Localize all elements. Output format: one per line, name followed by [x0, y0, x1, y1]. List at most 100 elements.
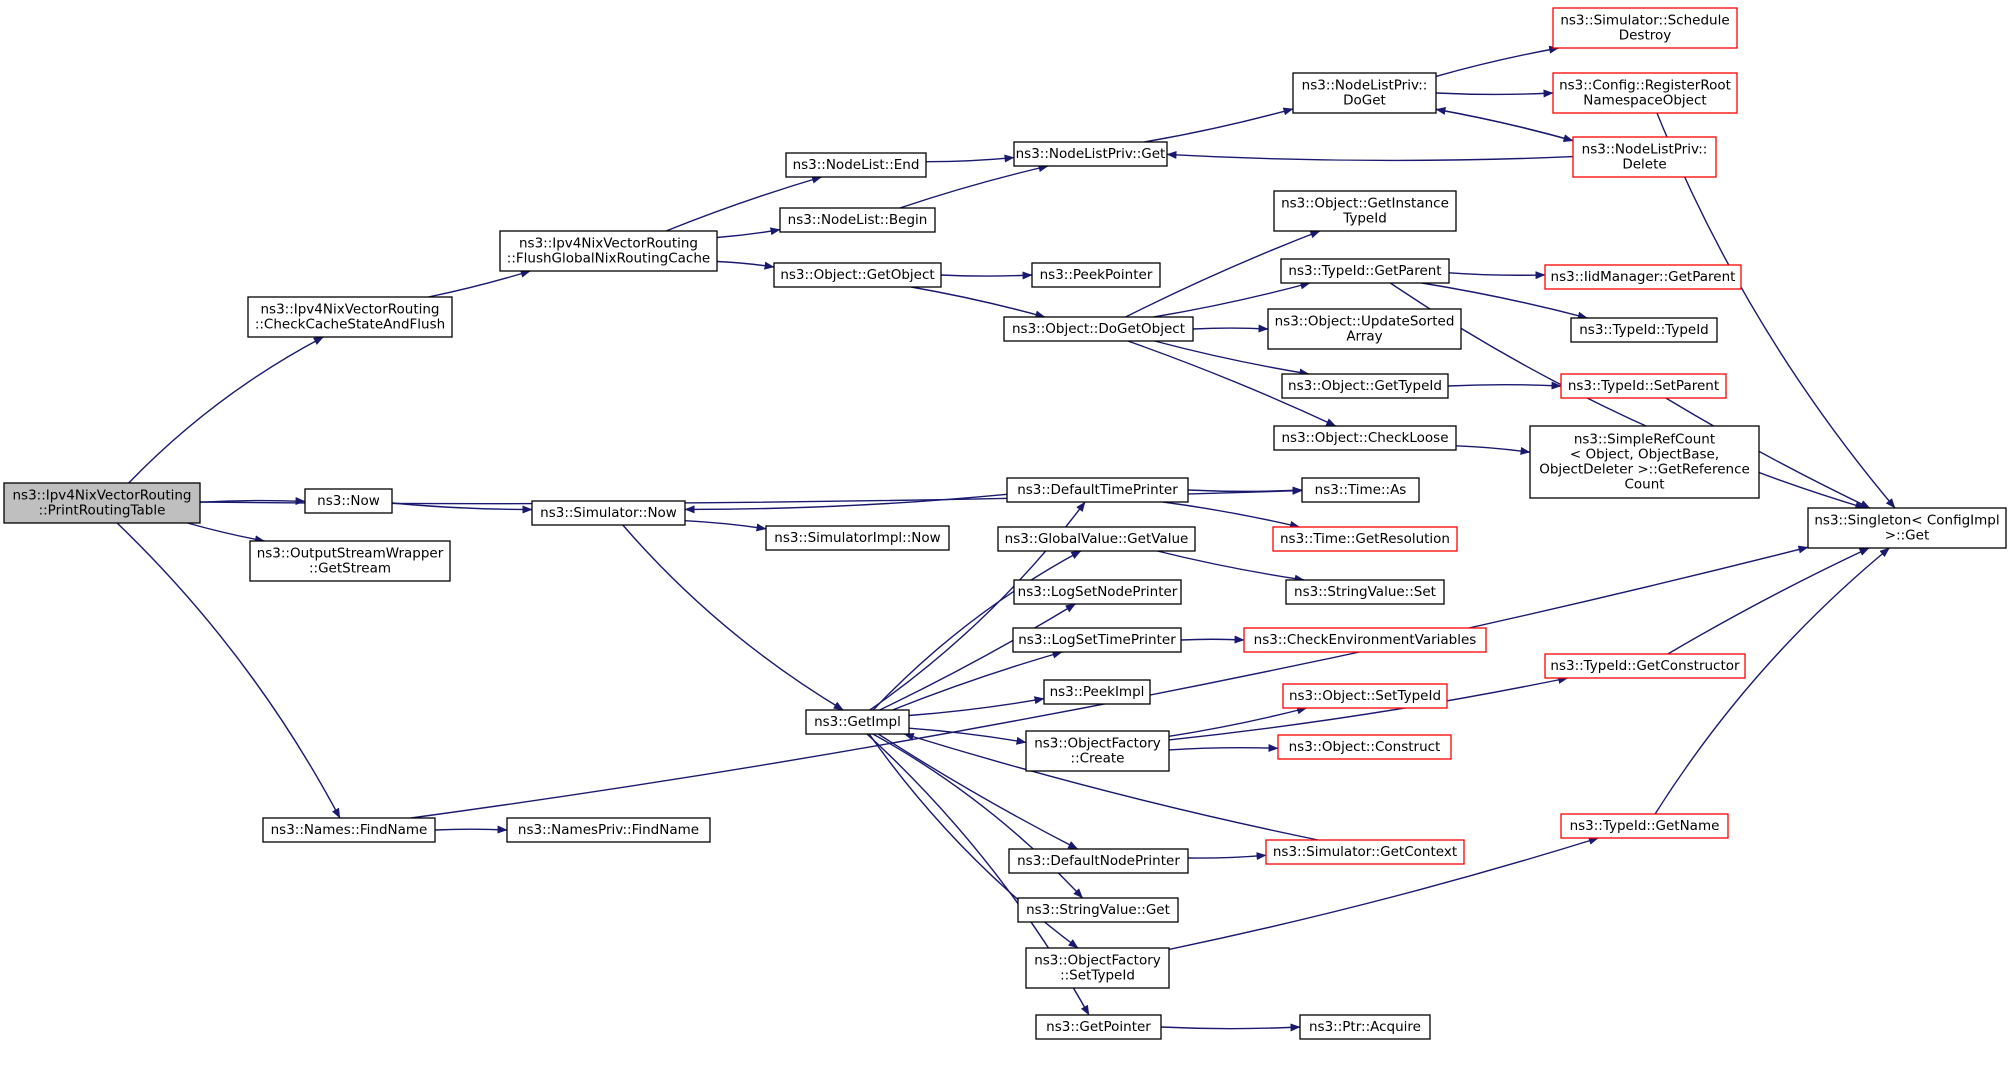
nodes-layer: ns3::Ipv4NixVectorRouting::PrintRoutingT… [3, 7, 2007, 1040]
node-label-line: ns3::Time::As [1315, 482, 1407, 498]
node-box [249, 540, 451, 582]
edge-checkloose-to-simpleref [1455, 445, 1531, 455]
node-npfind[interactable]: ns3::NamesPriv::FindName [506, 817, 711, 843]
node-label-line: ns3::LogSetNodePrinter [1018, 584, 1178, 600]
node-label-line: ns3::LogSetTimePrinter [1018, 632, 1176, 648]
node-label-line: ::PrintRoutingTable [39, 503, 166, 519]
node-box [1267, 308, 1462, 350]
node-peekptr[interactable]: ns3::PeekPointer [1031, 262, 1161, 288]
node-label-line: ns3::NodeListPriv:: [1302, 78, 1428, 94]
node-ofsettid[interactable]: ns3::ObjectFactory::SetTypeId [1025, 947, 1170, 989]
node-checkenv[interactable]: ns3::CheckEnvironmentVariables [1243, 627, 1487, 653]
node-box [1243, 627, 1487, 653]
node-label-line: ns3::Simulator::Schedule [1560, 13, 1729, 29]
node-check[interactable]: ns3::Ipv4NixVectorRouting::CheckCacheSta… [247, 296, 453, 338]
node-box [506, 817, 711, 843]
node-gvget[interactable]: ns3::GlobalValue::GetValue [997, 526, 1196, 552]
edge-print-to-check [128, 336, 324, 484]
node-setparent[interactable]: ns3::TypeId::SetParent [1560, 373, 1727, 399]
node-defnode[interactable]: ns3::DefaultNodePrinter [1008, 848, 1189, 874]
node-label-line: ns3::GlobalValue::GetValue [1005, 531, 1189, 547]
node-timeas[interactable]: ns3::Time::As [1301, 477, 1420, 503]
node-getimpl[interactable]: ns3::GetImpl [805, 709, 910, 735]
node-box [1012, 627, 1182, 653]
node-nlbegin[interactable]: ns3::NodeList::Begin [779, 207, 936, 233]
node-getptr[interactable]: ns3::GetPointer [1035, 1014, 1162, 1040]
edge-getobject-to-peekptr [940, 271, 1033, 280]
node-label-line: ::SetTypeId [1060, 968, 1135, 984]
node-setobjtid[interactable]: ns3::Object::SetTypeId [1282, 683, 1448, 709]
node-box [773, 262, 942, 288]
node-box [1273, 425, 1457, 451]
node-timeres[interactable]: ns3::Time::GetResolution [1272, 526, 1458, 552]
edge-logsettime-to-checkenv [1180, 635, 1245, 644]
node-label-line: ns3::Ipv4NixVectorRouting [12, 488, 191, 504]
node-box [1273, 190, 1457, 232]
node-getctx[interactable]: ns3::Simulator::GetContext [1265, 839, 1465, 865]
node-simimplnow[interactable]: ns3::SimulatorImpl::Now [765, 525, 950, 551]
node-getparent[interactable]: ns3::TypeId::GetParent [1280, 258, 1450, 284]
node-dogetobject[interactable]: ns3::Object::DoGetObject [1003, 316, 1194, 342]
node-typeidctor[interactable]: ns3::TypeId::TypeId [1570, 317, 1718, 343]
node-checkloose[interactable]: ns3::Object::CheckLoose [1273, 425, 1457, 451]
node-box [1265, 839, 1465, 865]
node-box [1285, 579, 1445, 605]
node-label-line: ns3::Singleton< ConfigImpl [1814, 513, 1999, 529]
node-label-line: ns3::TypeId::TypeId [1579, 322, 1709, 338]
node-singleton[interactable]: ns3::Singleton< ConfigImpl>::Get [1807, 507, 2007, 549]
edge-nlbegin-to-nlpget [899, 164, 1049, 209]
node-nlpdoget[interactable]: ns3::NodeListPriv::DoGet [1292, 72, 1437, 114]
node-getctor[interactable]: ns3::TypeId::GetConstructor [1544, 653, 1746, 679]
node-box [1560, 373, 1727, 399]
node-box [1031, 262, 1161, 288]
node-box [779, 207, 936, 233]
edge-getimpl-to-logsettime [892, 650, 1063, 711]
node-getobject[interactable]: ns3::Object::GetObject [773, 262, 942, 288]
node-simnow[interactable]: ns3::Simulator::Now [531, 500, 686, 526]
edge-ofcreate-to-setobjtid [1168, 706, 1308, 737]
node-label-line: ns3::PeekImpl [1050, 684, 1145, 700]
node-box [3, 482, 201, 524]
node-iidparent[interactable]: ns3::IidManager::GetParent [1544, 264, 1742, 290]
node-label-line: ns3::Object::UpdateSorted [1275, 314, 1455, 330]
edge-ofcreate-to-construct [1168, 743, 1279, 752]
node-box [765, 525, 950, 551]
node-svset[interactable]: ns3::StringValue::Set [1285, 579, 1445, 605]
node-box [247, 296, 453, 338]
node-box [531, 500, 686, 526]
edge-getimpl-to-gvget [872, 550, 1082, 711]
node-logsetnode[interactable]: ns3::LogSetNodePrinter [1013, 579, 1182, 605]
node-print[interactable]: ns3::Ipv4NixVectorRouting::PrintRoutingT… [3, 482, 201, 524]
edge-check-to-flush [428, 269, 531, 298]
edge-dogetobject-to-updsorted [1192, 324, 1269, 333]
node-deftime[interactable]: ns3::DefaultTimePrinter [1006, 477, 1189, 503]
node-ofcreate[interactable]: ns3::ObjectFactory::Create [1025, 730, 1170, 772]
node-nlpget[interactable]: ns3::NodeListPriv::Get [1013, 141, 1168, 167]
node-nlpdelete[interactable]: ns3::NodeListPriv::Delete [1572, 136, 1717, 178]
node-peekimpl[interactable]: ns3::PeekImpl [1043, 679, 1151, 705]
node-logsettime[interactable]: ns3::LogSetTimePrinter [1012, 627, 1182, 653]
node-namesfind[interactable]: ns3::Names::FindName [262, 817, 436, 843]
edge-dogetobject-to-getparent [1153, 281, 1311, 318]
node-gettypeid[interactable]: ns3::Object::GetTypeId [1281, 373, 1449, 399]
node-nlend[interactable]: ns3::NodeList::End [785, 152, 927, 178]
node-now[interactable]: ns3::Now [304, 488, 393, 514]
node-construct[interactable]: ns3::Object::Construct [1277, 734, 1452, 760]
node-simpleref[interactable]: ns3::SimpleRefCount< Object, ObjectBase,… [1529, 425, 1760, 499]
node-flush[interactable]: ns3::Ipv4NixVectorRouting::FlushGlobalNi… [499, 230, 718, 272]
node-box [1272, 526, 1458, 552]
edge-print-to-now [199, 497, 306, 506]
node-ptracq[interactable]: ns3::Ptr::Acquire [1299, 1014, 1431, 1040]
node-osw[interactable]: ns3::OutputStreamWrapper::GetStream [249, 540, 451, 582]
node-getname[interactable]: ns3::TypeId::GetName [1560, 813, 1729, 839]
node-label-line: ns3::Simulator::Now [540, 505, 677, 521]
edge-getctx-to-getimpl [903, 732, 1319, 841]
node-svget[interactable]: ns3::StringValue::Get [1017, 897, 1179, 923]
edge-getimpl-to-peekimpl [908, 696, 1045, 717]
node-box [1280, 258, 1450, 284]
